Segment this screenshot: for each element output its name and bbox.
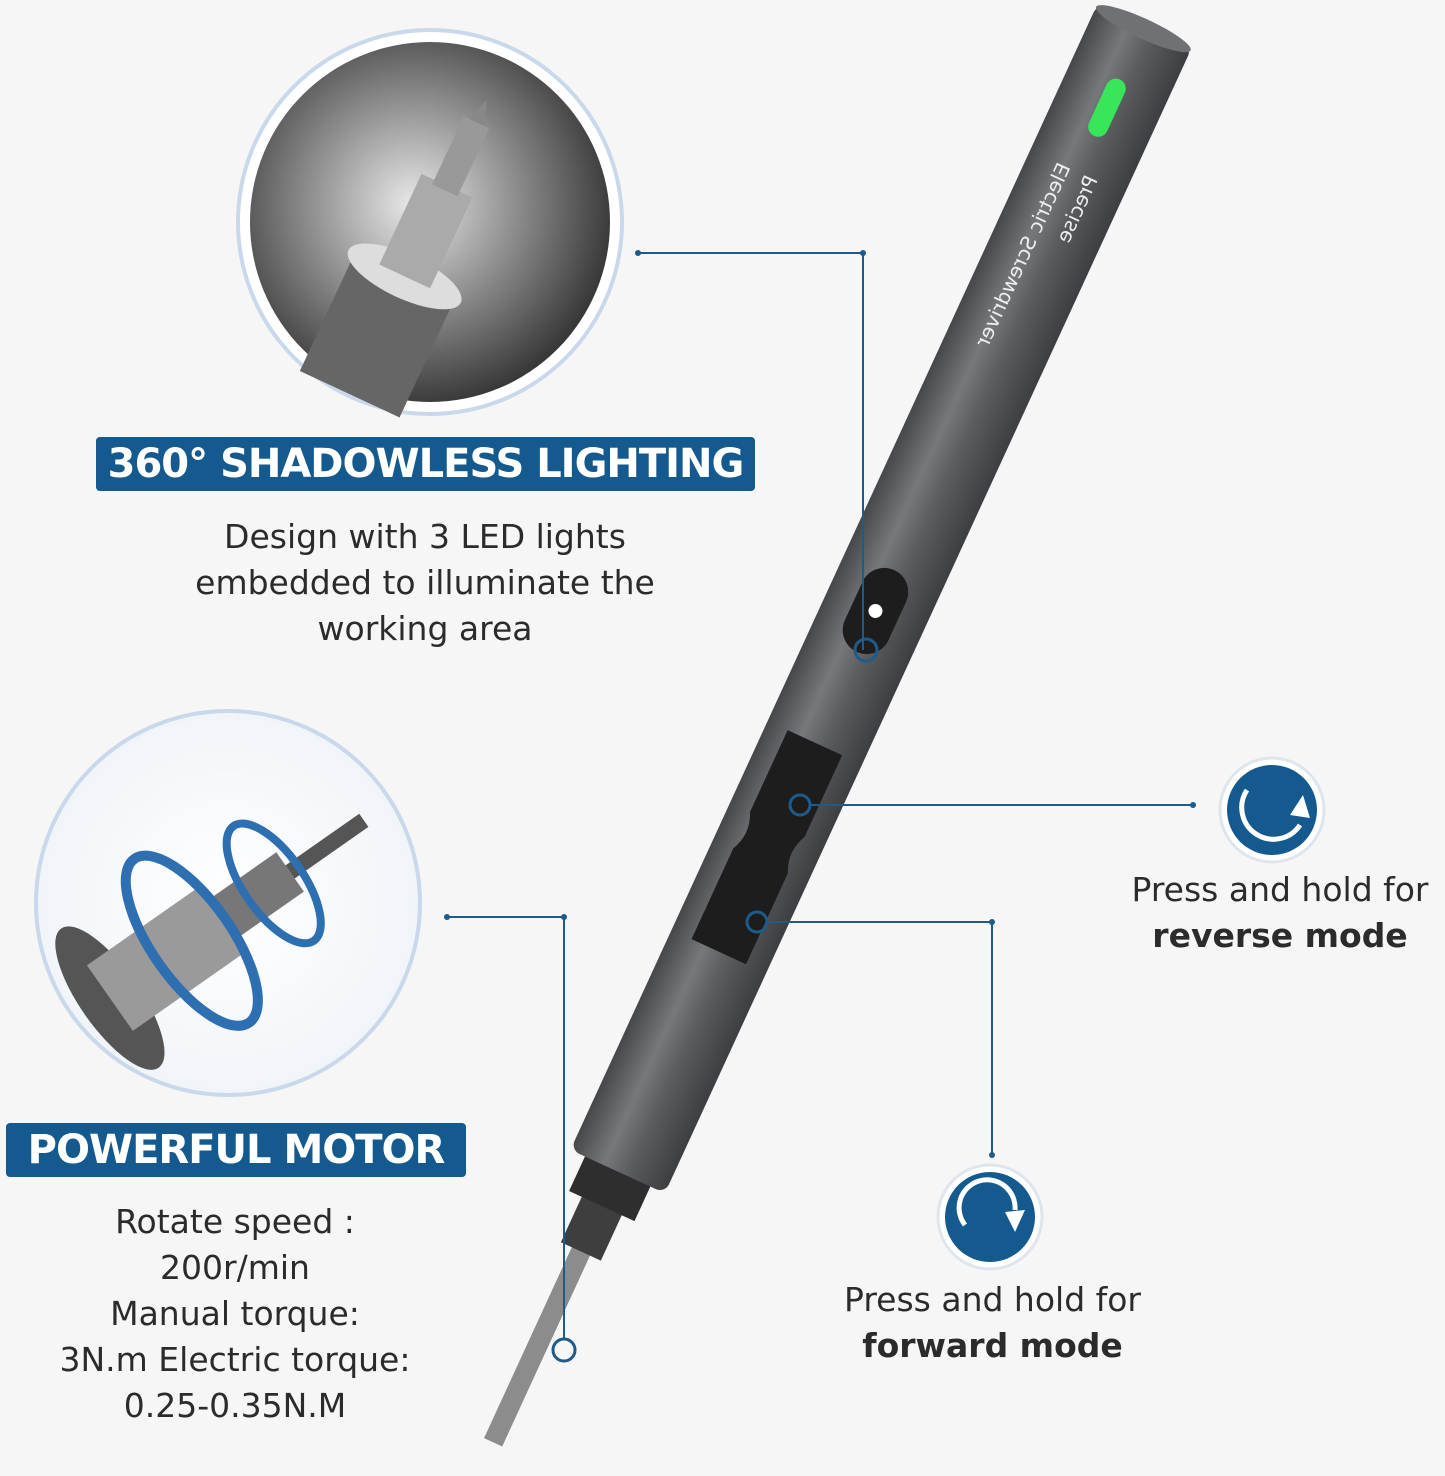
- forward-mode-description: Press and hold for forward mode: [844, 1280, 1141, 1365]
- rotate-counterclockwise-icon: [1218, 756, 1326, 864]
- direction-buttons: [691, 730, 843, 965]
- lighting-image: [236, 28, 624, 418]
- reverse-mode-description: Press and hold for reverse mode: [1131, 870, 1429, 955]
- motor-image: [34, 709, 422, 1097]
- rotate-clockwise-icon: [936, 1163, 1044, 1271]
- led-indicator: [1088, 78, 1126, 137]
- lighting-description: Design with 3 LED lights embedded to ill…: [195, 517, 655, 648]
- motor-title: POWERFUL MOTOR: [6, 1123, 466, 1177]
- lighting-title: 360° SHADOWLESS LIGHTING: [96, 437, 755, 491]
- screwdriver-pen: Electric Screwdriver Precise: [484, 5, 1191, 1447]
- motor-description: Rotate speed : 200r/min Manual torque: 3…: [59, 1202, 411, 1425]
